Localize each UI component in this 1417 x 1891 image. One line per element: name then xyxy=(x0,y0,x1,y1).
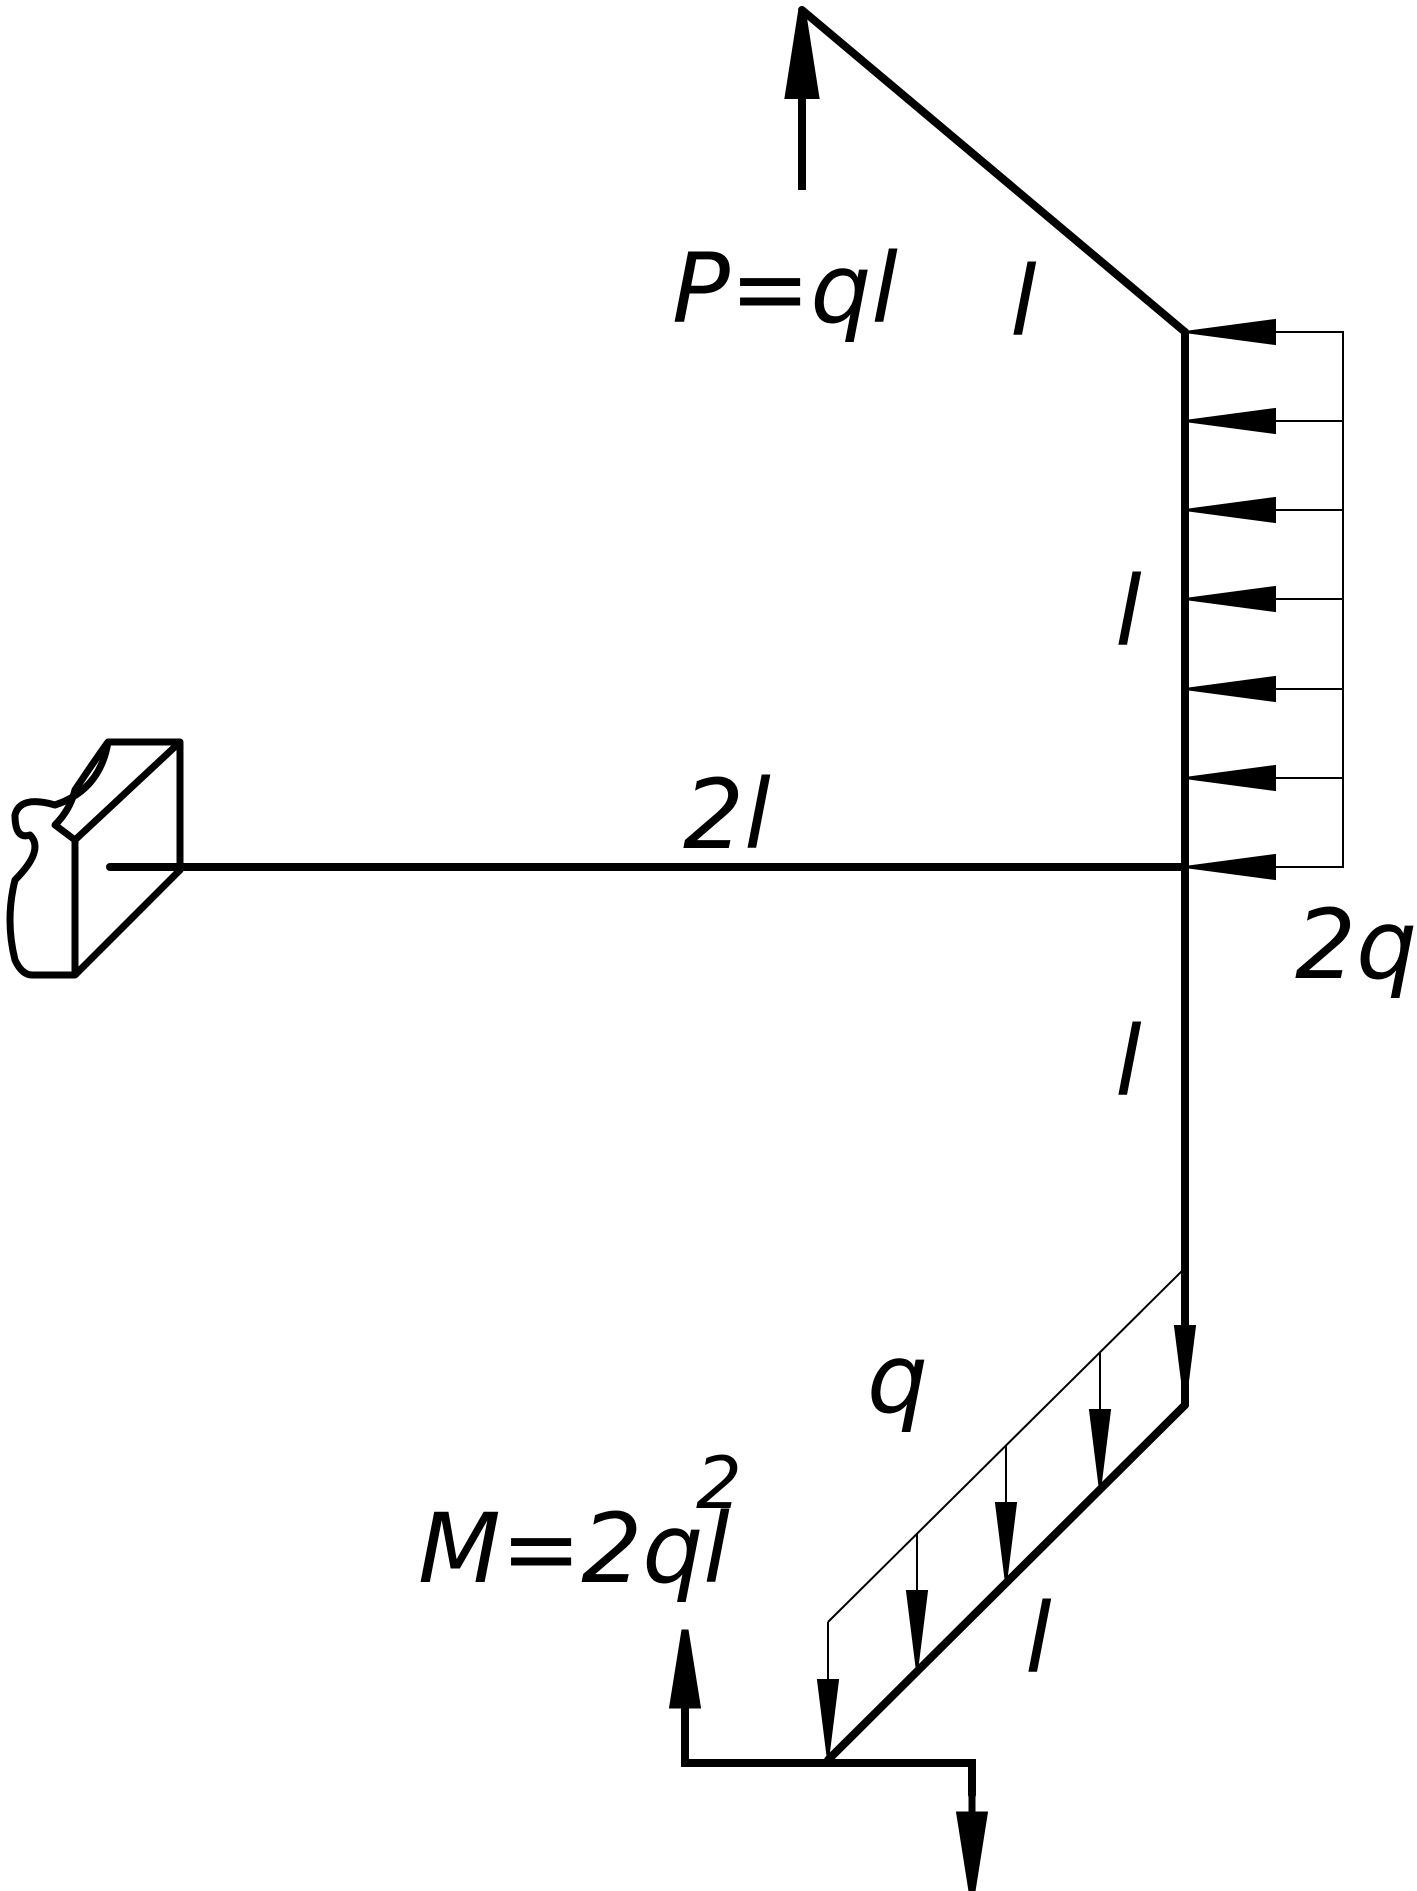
right-lower-length-label: l xyxy=(1115,1006,1142,1118)
moment-M-label: M=2ql xyxy=(418,1493,730,1605)
force-P-arrow xyxy=(784,11,820,190)
moment-M-arrows xyxy=(668,1629,989,1891)
bottom-diagonal-length-label: l xyxy=(1025,1583,1052,1695)
distributed-load-q xyxy=(816,1267,1197,1761)
top-diagonal-member xyxy=(798,6,1189,336)
moment-M-exponent: 2 xyxy=(696,1441,742,1525)
horizontal-length-label: 2l xyxy=(683,759,771,871)
fixed-support xyxy=(6,738,184,979)
right-upper-length-label: l xyxy=(1115,556,1142,668)
distributed-load-2q xyxy=(1184,318,1344,881)
force-P-label: P=ql xyxy=(672,233,898,345)
top-diagonal-length-label: l xyxy=(1010,246,1037,358)
bottom-step-member xyxy=(681,1656,976,1799)
load-2q-label: 2q xyxy=(1295,889,1417,1001)
load-q-label: q xyxy=(867,1323,928,1435)
